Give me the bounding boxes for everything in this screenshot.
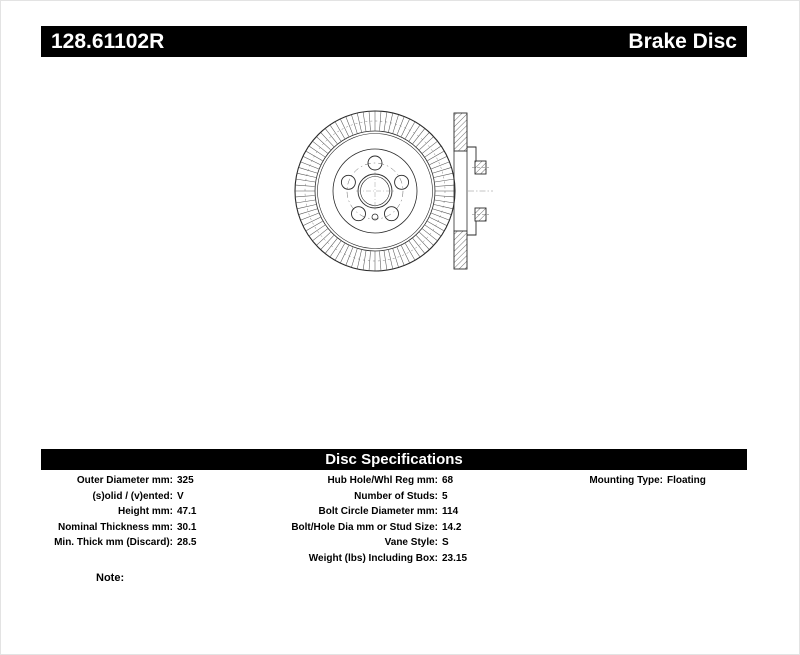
spec-column-right: Mounting Type: Floating	[541, 473, 706, 489]
spec-row: (s)olid / (v)ented: V	[41, 489, 196, 505]
spec-row: Outer Diameter mm: 325	[41, 473, 196, 489]
spec-row: Height mm: 47.1	[41, 504, 196, 520]
spec-value: 47.1	[177, 506, 197, 518]
spec-label: Min. Thick mm (Discard):	[54, 537, 173, 549]
spec-section-title: Disc Specifications	[325, 451, 463, 468]
spec-row: Mounting Type: Floating	[541, 473, 706, 489]
product-title: Brake Disc	[628, 29, 737, 53]
spec-row: Hub Hole/Whl Reg mm: 68	[298, 473, 467, 489]
locating-hole	[371, 213, 379, 221]
stud-hole	[367, 155, 383, 171]
spec-section-bar: Disc Specifications	[41, 449, 747, 470]
spec-value: 23.15	[442, 552, 468, 564]
spec-label: Vane Style:	[384, 537, 438, 549]
spec-label: Height mm:	[118, 506, 173, 518]
stud-hole	[351, 206, 366, 222]
note-label: Note:	[96, 572, 125, 584]
spec-row: Bolt Circle Diameter mm: 114	[298, 504, 467, 520]
spec-label: Weight (lbs) Including Box:	[308, 552, 438, 564]
spec-value: 325	[177, 475, 194, 486]
part-number: 128.61102R	[51, 29, 165, 53]
spec-label: (s)olid / (v)ented:	[92, 490, 173, 502]
brake-disc-front-view	[294, 110, 456, 272]
stud-hole	[394, 174, 410, 190]
spec-value: Floating	[667, 475, 706, 486]
spec-value: V	[177, 490, 184, 502]
brake-disc-cross-section	[453, 112, 493, 270]
spec-label: Number of Studs:	[354, 490, 438, 502]
spec-row: Vane Style: S	[298, 535, 467, 551]
spec-row: Nominal Thickness mm: 30.1	[41, 520, 197, 536]
spec-value: 30.1	[177, 521, 197, 533]
spec-value: 68	[442, 475, 454, 486]
stud-hole	[384, 206, 399, 222]
spec-value: 14.2	[442, 521, 462, 533]
spec-label: Bolt Circle Diameter mm:	[318, 506, 438, 518]
spec-label: Outer Diameter mm:	[76, 475, 173, 486]
brake-disc-technical-drawing	[294, 110, 493, 272]
spec-label: Nominal Thickness mm:	[57, 521, 173, 533]
spec-value: S	[442, 537, 449, 549]
spec-column-left: Outer Diameter mm: 325 (s)olid / (v)ented:…	[41, 473, 196, 551]
spec-label: Mounting Type:	[589, 475, 663, 486]
spec-row: Min. Thick mm (Discard): 28.5	[41, 535, 196, 551]
header-bar: 128.61102R Brake Disc	[41, 26, 747, 57]
spec-label: Hub Hole/Whl Reg mm:	[327, 475, 438, 486]
spec-row: Weight (lbs) Including Box: 23.15	[298, 551, 467, 567]
spec-value: 5	[442, 490, 448, 502]
spec-value: 114	[442, 506, 459, 518]
spec-value: 28.5	[177, 537, 197, 549]
spec-label: Bolt/Hole Dia mm or Stud Size:	[291, 521, 438, 533]
spec-row: Number of Studs: 5	[298, 489, 467, 505]
stud-hole	[340, 174, 356, 190]
spec-row: Bolt/Hole Dia mm or Stud Size: 14.2	[291, 520, 467, 536]
